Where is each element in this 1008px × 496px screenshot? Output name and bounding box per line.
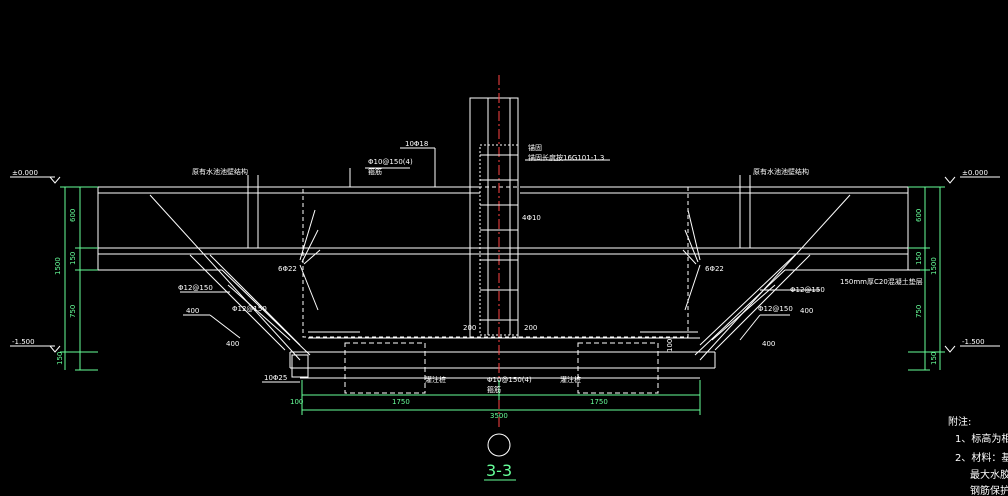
- label-slope-right-1: Φ12@150: [790, 286, 825, 294]
- bottom-left-block: [291, 354, 309, 378]
- dim-inner-step: 100: [666, 339, 674, 352]
- elev-markers: [10, 176, 1000, 353]
- elev-bottom-left: -1.500: [12, 338, 35, 346]
- slope-right-outer: [699, 194, 851, 361]
- dim-bottom-left: 1750: [392, 398, 410, 406]
- notes-line-3: 最大水胶比: [970, 468, 1008, 481]
- notes-heading: 附注:: [948, 415, 971, 428]
- elev-top-right: ±0.000: [962, 169, 988, 177]
- dim-left-600: 600: [69, 209, 77, 222]
- label-400-l1: 400: [186, 307, 199, 315]
- section-title: 3-3: [486, 461, 512, 480]
- notes-line-2: 2、材料：基础: [955, 451, 1008, 464]
- label-bottom-stirrup: Φ10@150(4): [487, 376, 532, 384]
- label-side-right: 6Φ22: [705, 265, 724, 273]
- notes-line-1: 1、标高为相对: [955, 432, 1008, 445]
- slope-left-outer: [149, 194, 301, 361]
- dim-bottom-right: 1750: [590, 398, 608, 406]
- dim-left-150a: 150: [69, 252, 77, 265]
- label-bottom-stirrup-sub: 箍筋: [487, 385, 501, 394]
- slope-right-c: [694, 269, 786, 356]
- dim-bottom-ticks: [301, 380, 701, 415]
- pile-right: [577, 342, 659, 394]
- dim-right-150b: 150: [930, 352, 938, 365]
- dim-inner-right: 200: [524, 324, 537, 332]
- slope-right-d: [711, 284, 776, 341]
- slope-left-d: [227, 284, 291, 341]
- column: [469, 97, 519, 339]
- elev-bottom-right: -1.500: [962, 338, 985, 346]
- label-col-bar: 4Φ10: [522, 214, 541, 222]
- dim-left-750: 750: [69, 305, 77, 318]
- rebar-fan-left: [299, 209, 321, 311]
- label-slope-right-2: Φ12@150: [758, 305, 793, 313]
- label-400-r1: 400: [800, 307, 813, 315]
- slope-left-a: [189, 254, 286, 351]
- label-400-l2: 400: [226, 340, 239, 348]
- pile-left: [344, 342, 426, 394]
- column-stirrups: [480, 154, 518, 321]
- label-anchor: 锚固: [528, 143, 542, 152]
- label-sheet-note: 150mm厚C20混凝土垫层: [840, 277, 923, 286]
- notes-line-4: 钢筋保护: [970, 484, 1008, 496]
- dim-right-150a: 150: [915, 252, 923, 265]
- label-slope-left-1: Φ12@150: [178, 284, 213, 292]
- label-bottom-bar: 10Φ25: [264, 374, 287, 382]
- label-pile-left: 灌注桩: [425, 375, 446, 384]
- label-pile-right: 灌注桩: [560, 375, 581, 384]
- label-stirrup-top-sub: 箍筋: [368, 167, 382, 176]
- dim-left-ticks: [60, 186, 98, 371]
- label-wall-left: 原有水池池壁结构: [192, 167, 248, 176]
- slope-left-c: [221, 269, 311, 356]
- dim-right-1500: 1500: [930, 257, 938, 275]
- slope-right-b: [699, 254, 796, 346]
- slope-right-a: [714, 254, 811, 351]
- label-wall-right: 原有水池池壁结构: [753, 167, 809, 176]
- dim-inner-left: 200: [463, 324, 476, 332]
- leader-lines: [180, 147, 920, 383]
- dim-right-750: 750: [915, 305, 923, 318]
- rebar-fan-right: [682, 209, 701, 311]
- column-inner: [479, 144, 519, 336]
- dim-bottom-total: 3500: [490, 412, 508, 420]
- elev-top-left: ±0.000: [12, 169, 38, 177]
- label-stirrup-top: Φ10@150(4): [368, 158, 413, 166]
- dim-left-1500: 1500: [54, 257, 62, 275]
- dim-bottom-offset: 100: [290, 398, 303, 406]
- label-slope-left-2: Φ12@150: [232, 305, 267, 313]
- dim-left-150b: 150: [56, 352, 64, 365]
- label-400-r2: 400: [762, 340, 775, 348]
- label-side-left: 6Φ22: [278, 265, 297, 273]
- dim-right-600: 600: [915, 209, 923, 222]
- label-top-bar: 10Φ18: [405, 140, 428, 148]
- center-dashed-box: [302, 186, 689, 338]
- slope-left-b: [209, 254, 301, 346]
- label-anchor-sub: 锚固长度按16G101-1.3: [528, 153, 604, 162]
- section-bubble: [487, 433, 511, 457]
